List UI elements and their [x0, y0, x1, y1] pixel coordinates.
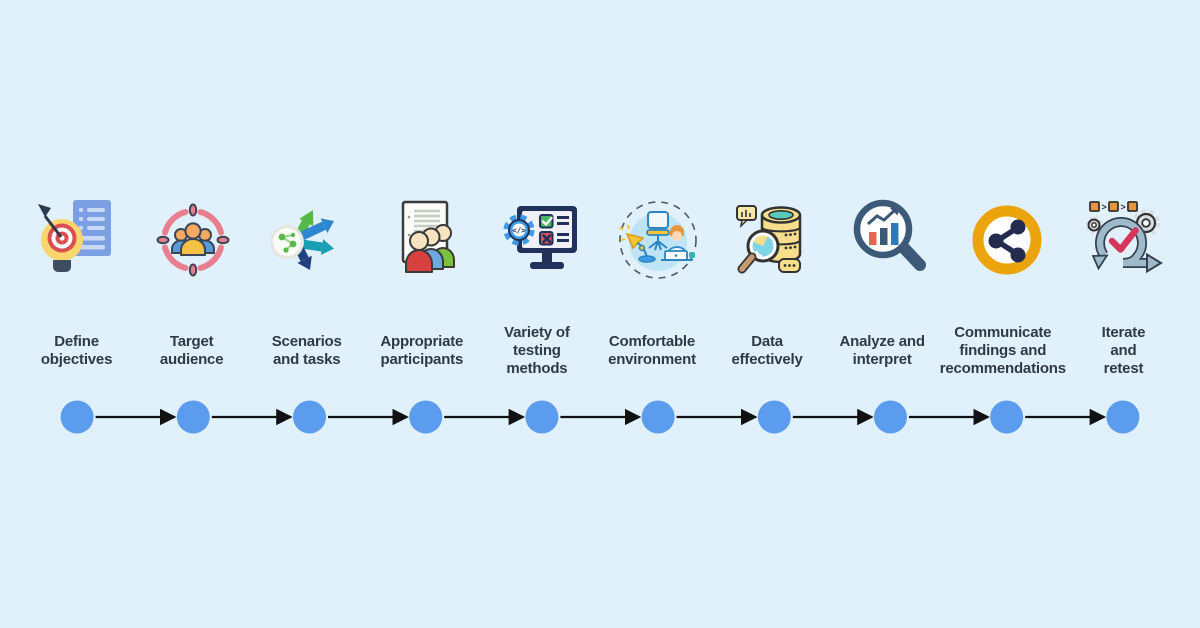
magnifier-chart-icon — [849, 199, 931, 286]
timeline-node — [874, 400, 907, 434]
branching-arrows-icon — [268, 200, 350, 285]
timeline-node — [409, 400, 443, 434]
step-label-line: Iterate — [1101, 324, 1146, 341]
icons-row: </> > — [19, 192, 1181, 292]
step-label-line: environment — [608, 351, 696, 368]
step-icon-cell — [832, 192, 948, 292]
step-label-line: Data — [751, 333, 783, 350]
monitor-checklist-gear-icon: </> — [501, 200, 583, 285]
timeline-node — [60, 400, 94, 434]
step-label-line: Appropriate — [380, 333, 464, 350]
step-label-line: Communicate — [954, 324, 1052, 341]
database-magnifier-icon — [734, 199, 814, 286]
step-label-line: Target — [169, 333, 214, 350]
step-icon-cell — [368, 192, 484, 292]
timeline — [60, 400, 1140, 434]
step-label-line: retest — [1103, 360, 1144, 377]
timeline-node — [990, 400, 1024, 434]
timeline-node — [525, 400, 559, 434]
step-label-line: participants — [380, 351, 464, 368]
document-people-icon — [386, 199, 466, 286]
step-label-line: findings and — [959, 342, 1047, 359]
step-icon-cell — [600, 192, 716, 292]
step-label-line: Scenarios — [271, 333, 342, 350]
svg-text:>: > — [1101, 202, 1106, 212]
step-icon-cell: > > — [1065, 192, 1181, 292]
share-icon — [967, 200, 1047, 285]
target-audience-icon — [153, 199, 233, 286]
step-label-line: audience — [159, 351, 224, 368]
step-label-line: Variety of — [504, 324, 570, 341]
step-label-line: and — [1110, 342, 1137, 359]
step-label-line: objectives — [40, 351, 113, 368]
timeline-node — [176, 400, 210, 434]
step-icon-cell — [949, 192, 1065, 292]
step-icon-cell — [716, 192, 832, 292]
step-icon-cell: </> — [484, 192, 600, 292]
timeline-node — [293, 400, 326, 434]
iterate-loop-check-icon: > > — [1083, 199, 1163, 286]
step-label-line: testing — [513, 342, 561, 359]
step-label-line: recommendations — [939, 360, 1066, 377]
step-icon-cell — [135, 192, 251, 292]
svg-text:>: > — [1120, 202, 1125, 212]
step-label-line: effectively — [731, 351, 803, 368]
workspace-environment-icon — [615, 198, 701, 287]
target-lightbulb-document-icon — [37, 198, 117, 287]
timeline-node — [1106, 400, 1140, 434]
step-icon-cell — [19, 192, 135, 292]
step-label-line: Analyze and — [839, 333, 925, 350]
step-label-line: methods — [506, 360, 568, 377]
svg-text:</>: </> — [512, 226, 526, 235]
timeline-node — [641, 400, 675, 434]
step-label-line: interpret — [852, 351, 912, 368]
step-icon-cell — [251, 192, 367, 292]
step-label-line: Define — [54, 333, 99, 350]
step-label-line: and tasks — [273, 351, 341, 368]
timeline-node — [757, 400, 791, 434]
step-label-line: Comfortable — [608, 333, 696, 350]
